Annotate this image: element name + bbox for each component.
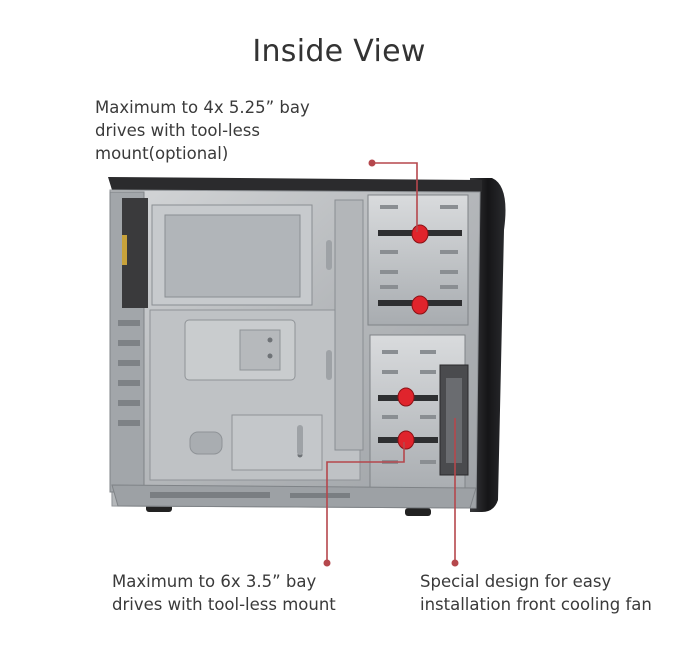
page-title: Inside View: [252, 34, 426, 69]
callout-525-bays: Maximum to 4x 5.25” bay drives with tool…: [95, 98, 310, 163]
callout-front-fan: Special design for easy installation fro…: [420, 572, 652, 614]
leader-dots: [323, 159, 459, 567]
leader-35: [326, 442, 405, 563]
case-foot: [405, 508, 431, 516]
drive-cage-wall: [334, 199, 364, 451]
clip-525-upper: [411, 224, 429, 244]
case-top-edge: [108, 177, 482, 192]
tool-less-clips: [397, 224, 429, 450]
cable-slot: [326, 240, 332, 270]
expansion-slots: [118, 320, 140, 426]
clip-35-lower: [397, 430, 415, 450]
clip-525-lower: [411, 295, 429, 315]
rear-fan-accent: [122, 235, 127, 265]
callout-35-bays: Maximum to 6x 3.5” bay drives with tool-…: [112, 572, 336, 614]
clip-35-upper: [397, 387, 415, 407]
floor-vents: [150, 492, 350, 498]
bay-525-slots: [380, 205, 458, 289]
cable-slot: [326, 350, 332, 380]
cable-slot: [297, 425, 303, 455]
leader-lines: [326, 162, 456, 563]
leader-525: [372, 162, 418, 232]
